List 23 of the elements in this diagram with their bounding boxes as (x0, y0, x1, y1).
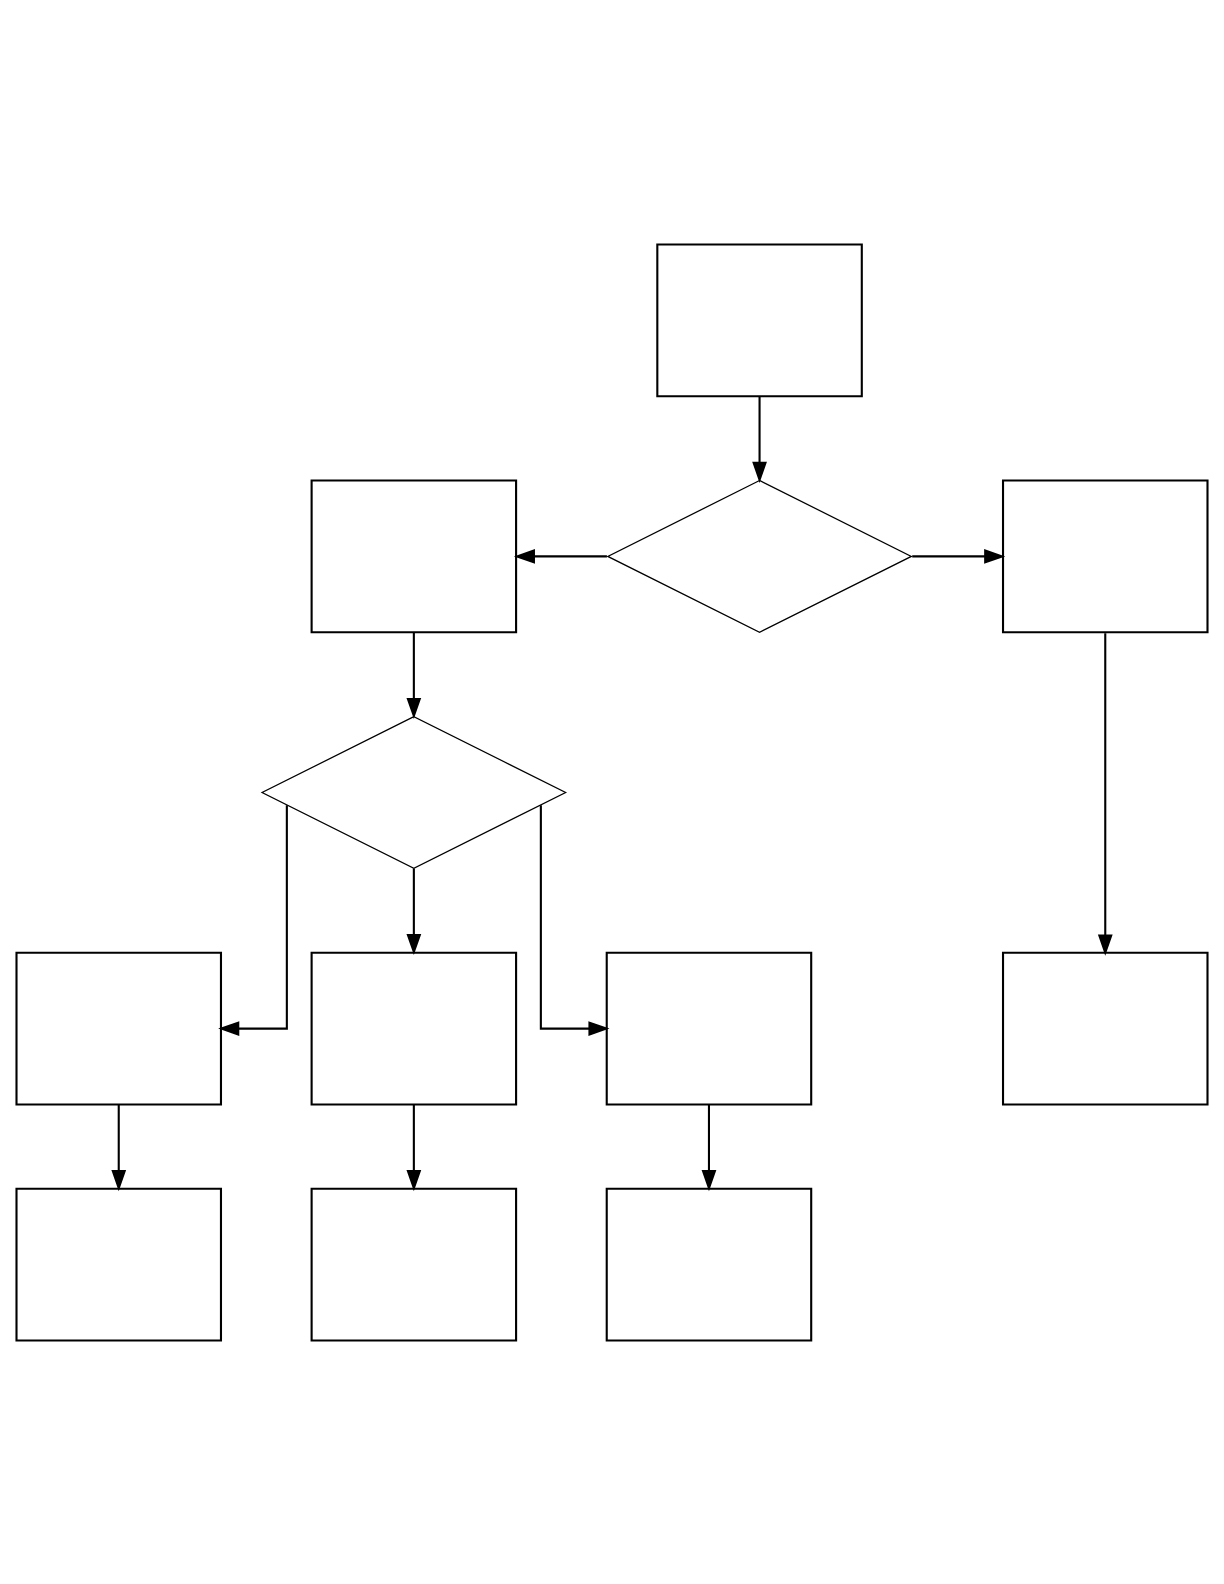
node-box (310, 478, 518, 633)
node-box (605, 951, 813, 1106)
node-box (310, 1187, 518, 1342)
arrow (218, 804, 288, 1036)
node-box (310, 951, 518, 1106)
arrow (406, 868, 422, 955)
node-box (605, 1187, 813, 1342)
node-diamond (260, 715, 568, 869)
arrow (513, 548, 607, 564)
node-box (15, 1187, 223, 1342)
node-diamond (606, 479, 913, 633)
arrow (752, 395, 767, 483)
arrow (701, 1104, 717, 1191)
arrow (912, 548, 1006, 564)
node-box (15, 951, 223, 1106)
arrow (539, 804, 610, 1036)
arrow (406, 631, 422, 719)
arrow (1097, 632, 1113, 956)
node-box (1001, 478, 1209, 633)
arrow (406, 1104, 422, 1191)
node-box (1001, 951, 1209, 1106)
node-box (656, 242, 863, 397)
arrow (111, 1104, 127, 1191)
